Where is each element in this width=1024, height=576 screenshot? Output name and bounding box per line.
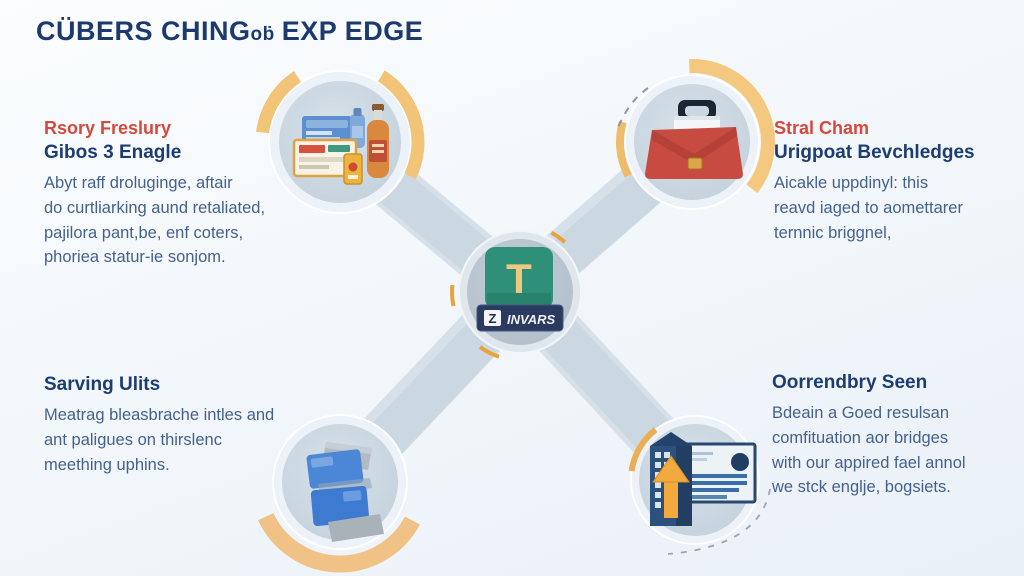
title-part-small: оḃ [250,24,275,45]
card-text-line [691,495,727,499]
groceries-icon [292,104,389,185]
section-body: Meatrag bleasbrache intles and ant palig… [44,406,275,474]
section-heading: Sarving Ulits [44,374,161,395]
section-body: Bdeain a Goed resulsan comfituation aor … [772,404,966,497]
accent-arc [377,70,425,180]
up-arrow-shaft [664,482,678,518]
section-tagline: Rsory Freslury [44,118,172,138]
folder-bottom [310,485,370,527]
section-heading: Oorrendbry Seen [772,372,928,393]
card-text-line [691,488,739,492]
logo-text: INVARS [507,312,555,327]
page-title: CÜBERS CHINGоḃ EXP EDGE [36,16,423,47]
accent-arcs [256,59,775,573]
paper-sheet-edge [325,442,372,454]
sauce-bottle-neck [374,110,382,122]
box-line [299,157,345,162]
label-line [372,150,384,153]
box-line [299,165,329,169]
app-tile-shade [487,293,551,307]
card-sketch-line [691,458,707,461]
box-label-teal [328,145,350,152]
card-text-line [691,474,747,478]
center-app-icon: T Z INVARS [476,247,564,332]
section-top-right: Stral Cham Urigpoat Bevchledges Aicakle … [774,118,1020,245]
app-tile-letter: T [506,255,532,302]
section-bottom-right: Oorrendbry Seen Bdeain a Goed resulsan c… [772,372,1020,500]
small-bottle-label [352,126,363,138]
title-part-rest: EXP EDGE [281,16,424,46]
packet-line [348,175,358,179]
packet-dot [348,162,358,172]
grocery-card-stripe [306,120,348,128]
accent-arc [689,59,775,194]
section-top-left: Rsory Freslury Gibos 3 Enagle Abyt raff … [44,118,302,270]
folder-bottom-tab [342,490,362,502]
grocery-card-line [306,137,340,140]
folders-icon [306,442,384,542]
title-part-main: CÜBERS CHING [36,16,251,46]
accent-arc [256,71,302,134]
briefcase-icon [645,100,743,179]
box-label-red [299,145,325,153]
accent-arc [628,427,658,472]
folder-top-tab [310,456,334,468]
card-image-blob [731,453,749,471]
accent-arc [478,345,500,359]
section-tagline: Stral Cham [774,118,870,138]
briefcase-handle-hole [685,106,709,116]
logo-glyph: Z [489,311,497,326]
dashed-arc [616,87,649,131]
section-body: Aicakle uppdinyl: this reavd iaged to ao… [774,174,963,242]
building-upload-icon [650,432,757,526]
accent-arc [615,120,632,178]
briefcase-flap-shade [652,127,737,164]
up-arrow-head [652,455,690,483]
section-bottom-left: Sarving Ulits Meatrag bleasbrache intles… [44,374,316,477]
card-sketch-line [691,452,713,455]
section-body: Abyt raff droluginge, aftair do curtliar… [44,174,266,267]
briefcase-clasp [687,157,703,170]
accent-arc [550,231,567,244]
paper-sheet [328,514,384,542]
building-shade [676,446,692,526]
section-heading: Urigpoat Bevchledges [774,142,975,163]
small-bottle-cap [353,108,362,116]
folder-top [306,449,364,489]
card-text-line [691,481,747,485]
sauce-bottle-cap [372,104,384,111]
label-line [372,144,384,147]
accent-arc [450,284,456,307]
section-heading: Gibos 3 Enagle [44,142,182,163]
dashed-arcs [616,87,771,555]
briefcase-paper-edge [674,116,720,120]
accent-arc [258,512,420,573]
grocery-card-line [306,131,332,135]
building-roof [650,432,692,446]
logo-glyph-box [484,310,501,326]
